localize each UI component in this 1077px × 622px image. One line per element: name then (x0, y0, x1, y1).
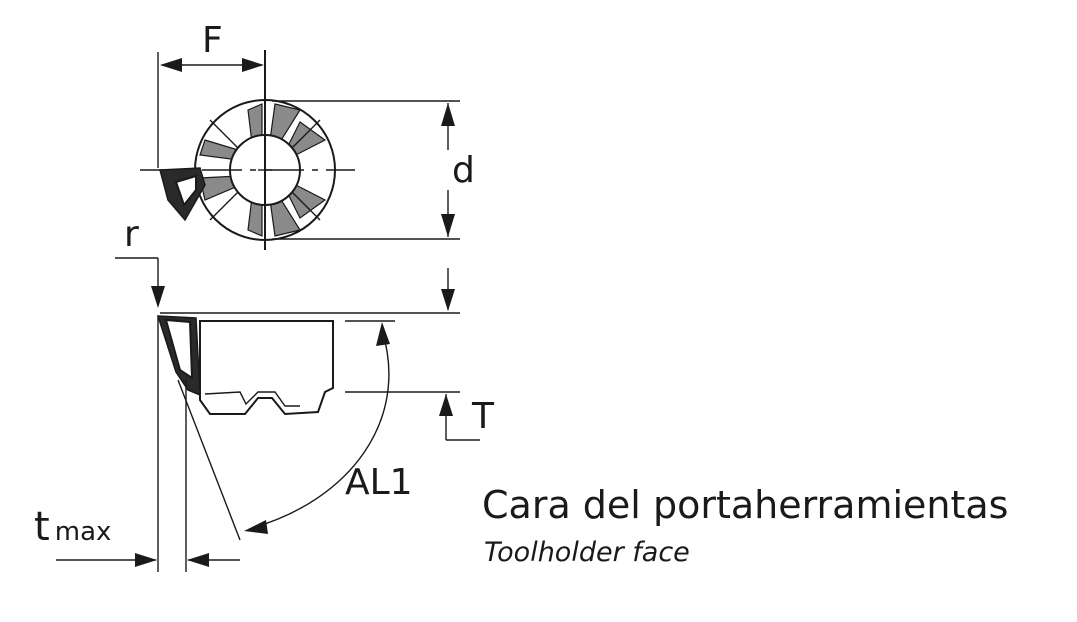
dimension-T: T (345, 268, 495, 441)
label-r: r (124, 214, 139, 255)
label-T: T (471, 396, 495, 437)
caption-sub: Toolholder face (484, 537, 690, 568)
dimension-F: F (157, 20, 264, 168)
side-view (156, 312, 460, 572)
top-view (140, 50, 355, 250)
label-d: d (452, 150, 475, 191)
label-max: max (55, 517, 112, 547)
dimension-d: d (272, 100, 475, 240)
insert-side-body (199, 320, 334, 416)
label-AL1: AL1 (345, 462, 413, 503)
angle-AL1: AL1 (244, 322, 413, 534)
label-F: F (202, 20, 223, 61)
label-tmax: t max (34, 504, 111, 550)
insert-flutes (199, 103, 327, 237)
caption-main: Cara del portaherramientas (482, 483, 1008, 527)
dimension-tmax: t max (34, 504, 240, 567)
label-t: t (34, 504, 50, 550)
dimension-r: r (115, 214, 165, 308)
